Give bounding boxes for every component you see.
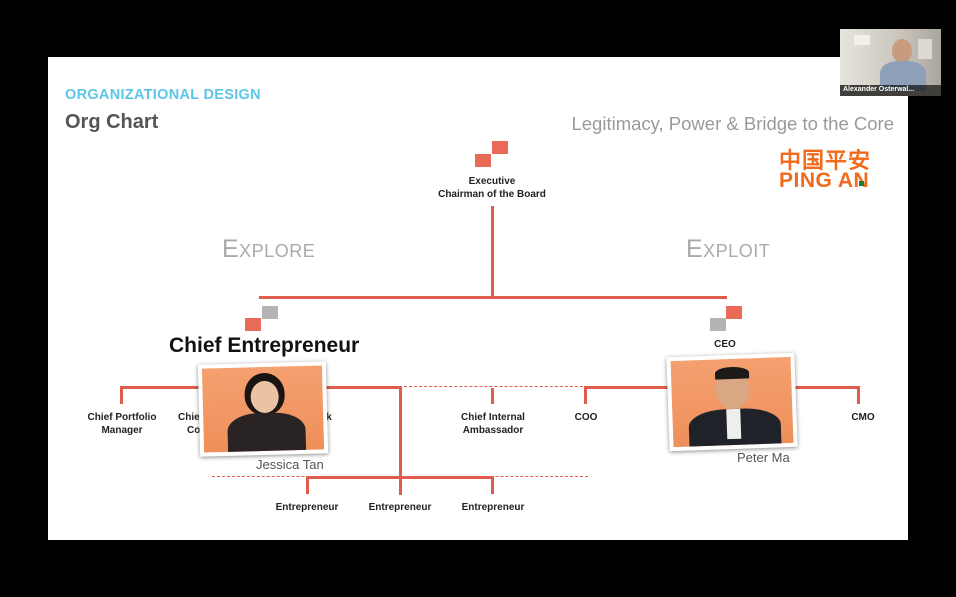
node-square-icon [245,318,261,331]
node-label-line: Executive [468,176,516,187]
chief-internal-ambassador-node: Chief Internal Ambassador [446,411,540,437]
node-square-icon [726,306,742,319]
connector-line [259,296,727,299]
ceo-node: CEO [714,339,736,350]
portrait-shirt [726,408,742,440]
jessica-tan-photo [197,361,329,457]
portrait-body [227,411,307,453]
connector-line [491,476,494,494]
slide-title: Org Chart [65,111,159,133]
whiteboard-note [854,35,870,45]
photo-background [201,365,325,453]
node-label-line: Ambassador [462,425,524,436]
node-square-icon [710,318,726,331]
slide-subtitle: Legitimacy, Power & Bridge to the Core [571,113,894,134]
webcam-thumbnail[interactable]: Alexander Osterwal... [840,29,941,96]
jessica-tan-caption: Jessica Tan [256,457,324,472]
executive-chairman-node: Executive Chairman of the Board [420,175,564,201]
webcam-name-label: Alexander Osterwal... [843,86,915,93]
connector-line [306,476,494,479]
whiteboard-note [918,39,932,59]
connector-line [120,386,123,404]
connector-line [857,386,860,404]
connector-line [491,388,494,404]
node-label-line: Co [187,425,201,436]
section-kicker: ORGANIZATIONAL DESIGN [65,87,261,103]
photo-background [670,356,794,448]
dashed-connector [404,386,588,387]
webcam-name-bar: Alexander Osterwal... [840,85,941,96]
node-label-line: Chairman of the Board [438,189,546,200]
connector-line [399,386,402,495]
coo-node: COO [574,412,598,423]
node-label-line: Chie [178,412,200,423]
node-square-icon [492,141,508,154]
entrepreneur-node: Entrepreneur [368,502,432,513]
presenter-head [892,39,912,63]
chief-role-node: Chie Co [178,411,208,437]
peter-ma-caption: Peter Ma [737,450,790,465]
entrepreneur-node: Entrepreneur [275,502,339,513]
presentation-slide: ORGANIZATIONAL DESIGN Org Chart Legitima… [48,57,908,540]
exploit-label: Exploit [686,235,771,263]
node-label-line: Chief Internal [461,412,525,423]
chief-entrepreneur-node: Chief Entrepreneur [169,334,360,357]
connector-line [306,476,309,494]
portrait-hair [714,366,750,380]
explore-label: Explore [222,235,316,263]
node-label-line: Manager [101,425,143,436]
cmo-node: CMO [851,412,875,423]
node-square-icon [475,154,491,167]
chief-portfolio-manager-node: Chief Portfolio Manager [78,411,166,437]
node-square-icon [262,306,278,319]
connector-line [584,386,587,404]
entrepreneur-node: Entrepreneur [461,502,525,513]
node-label-line: Chief Portfolio [87,412,157,423]
connector-line [491,206,494,298]
ping-an-logo-english: PING AN [779,169,870,192]
ping-an-logo-mark [859,181,864,186]
ping-an-logo-chinese: 中国平安 [779,148,872,173]
chief-role-node-partial: k [326,412,332,423]
peter-ma-photo [666,352,798,452]
